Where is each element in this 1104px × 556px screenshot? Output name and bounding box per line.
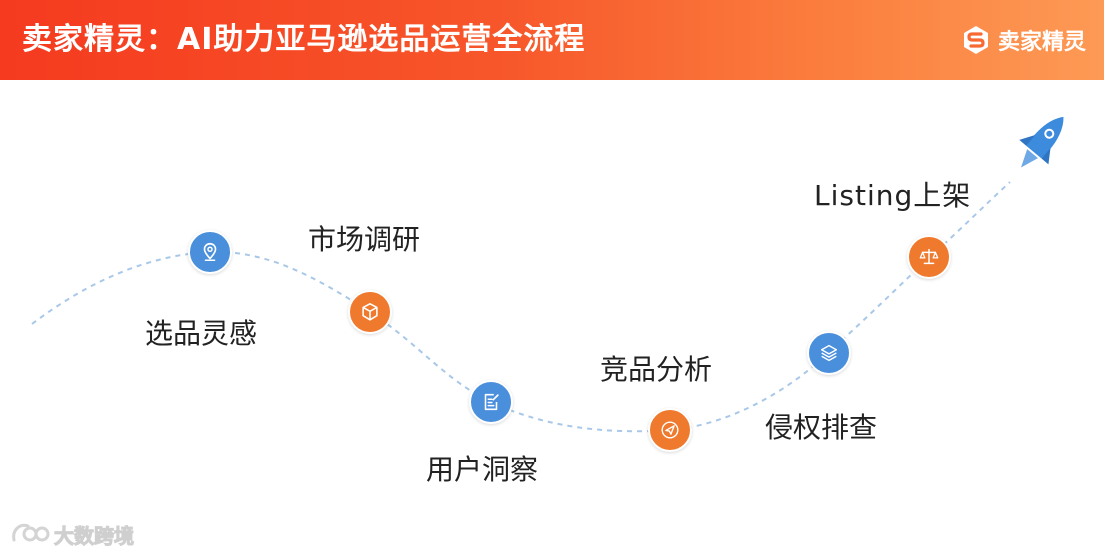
send-icon: [659, 419, 681, 441]
step-label-1: 选品灵感: [145, 316, 257, 352]
step-label-3: 用户洞察: [426, 452, 538, 488]
header-bar: 卖家精灵：AI助力亚马逊选品运营全流程 卖家精灵: [0, 0, 1104, 80]
brand-name: 卖家精灵: [998, 24, 1086, 56]
rocket-icon: [1006, 104, 1072, 188]
step-label-4: 竞品分析: [600, 352, 712, 388]
cube-icon: [359, 301, 381, 323]
step-node-3: [469, 380, 513, 424]
step-node-5: [807, 331, 851, 375]
page-title: 卖家精灵：AI助力亚马逊选品运营全流程: [22, 18, 585, 62]
location-pin-icon: [199, 241, 221, 263]
step-label-2: 市场调研: [308, 222, 420, 258]
watermark-logo-icon: [10, 520, 50, 548]
watermark: 大数跨境: [10, 518, 134, 550]
step-node-6: [907, 235, 951, 279]
layers-icon: [818, 342, 840, 364]
watermark-text: 大数跨境: [54, 520, 134, 549]
step-node-1: [188, 230, 232, 274]
document-edit-icon: [480, 391, 502, 413]
brand: 卖家精灵: [960, 22, 1086, 58]
scale-icon: [918, 246, 940, 268]
step-node-2: [348, 290, 392, 334]
step-node-4: [648, 408, 692, 452]
step-label-5: 侵权排查: [765, 410, 877, 446]
brand-logo-icon: [960, 24, 992, 56]
process-flow: 选品灵感 市场调研 用户洞察 竞品分析 侵权排查: [0, 80, 1104, 556]
step-label-6: Listing上架: [814, 178, 971, 214]
